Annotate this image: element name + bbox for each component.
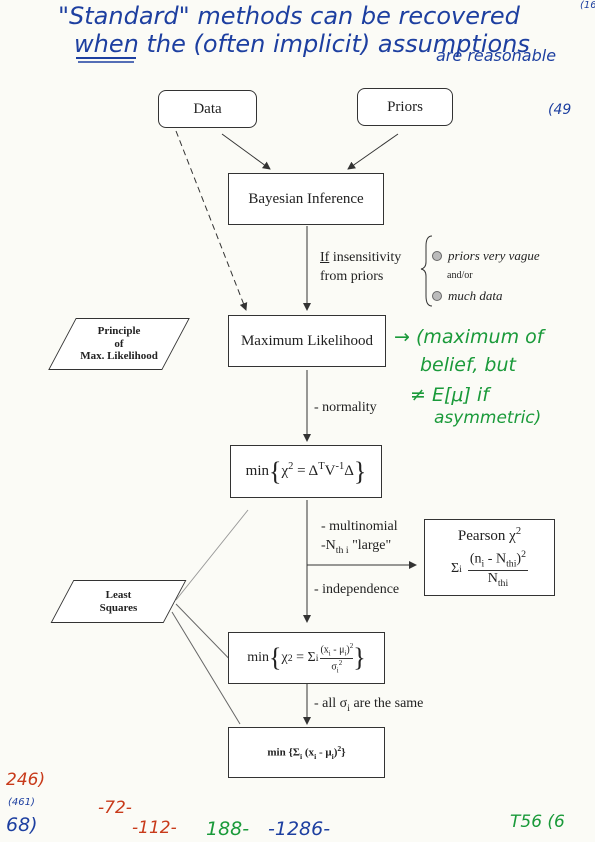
handwritten-number-112: -112-	[132, 818, 177, 838]
priors-node: Priors	[357, 88, 453, 126]
data-node: Data	[158, 90, 257, 128]
least-squares-node: Least Squares	[50, 580, 187, 623]
cond2-text: much data	[448, 288, 503, 303]
handwritten-number-1286: -1286-	[268, 818, 331, 840]
all-sigma-same-label: - all σi are the same	[314, 696, 424, 714]
maximum-likelihood-node: Maximum Likelihood	[228, 315, 386, 367]
principle-line3: Max. Likelihood	[80, 350, 158, 363]
handwritten-number-t56: T56 (6	[510, 812, 565, 832]
handwritten-right-mark: (49	[548, 102, 572, 118]
min-sum-squares-node: min {Σi (xi - μi)2}	[228, 727, 385, 778]
independence-label: - independence	[314, 582, 400, 597]
handwritten-note-line3: ≠ E[μ] if	[410, 384, 489, 406]
handwritten-number-461: (461)	[8, 797, 35, 808]
bullet-icon	[432, 291, 442, 301]
least-line1: Least	[105, 588, 132, 601]
if-word: If	[320, 250, 330, 265]
handwritten-note-line4: asymmetric)	[434, 408, 542, 428]
handwritten-number-246: 246)	[6, 770, 46, 790]
cond1-text: priors very vague	[448, 248, 540, 263]
handwritten-note-line2: belief, but	[420, 354, 516, 376]
all-same-suffix: are the same	[349, 696, 424, 711]
principle-line2: of	[114, 337, 124, 350]
principle-line1: Principle	[97, 325, 141, 338]
handwritten-title-line1: "Standard" methods can be recovered	[58, 2, 520, 30]
condition-priors-vague: priors very vague	[432, 248, 540, 264]
handwritten-number-68: 68)	[6, 814, 38, 836]
from-priors-text: from priors	[320, 268, 384, 284]
insensitivity-word: insensitivity	[332, 250, 402, 265]
multinomial-label: - multinomial -Nth i "large"	[321, 519, 398, 556]
bayesian-inference-label: Bayesian Inference	[248, 190, 364, 207]
line-least-to-chi2	[175, 509, 249, 601]
handwritten-number-188: 188-	[206, 818, 250, 840]
maximum-likelihood-label: Maximum Likelihood	[240, 332, 374, 349]
dashed-data-to-maxlike	[175, 130, 248, 311]
priors-label: Priors	[387, 98, 423, 115]
handwritten-title-line2: when the (often implicit) assumptions	[74, 30, 530, 58]
condition-much-data: much data	[432, 288, 503, 304]
brace	[420, 235, 433, 307]
normality-label: - normality	[314, 400, 377, 415]
line-least-to-min	[171, 611, 241, 725]
least-line2: Squares	[99, 601, 138, 614]
andor-text: and/or	[447, 270, 473, 281]
bayesian-inference-node: Bayesian Inference	[228, 173, 384, 225]
all-same-prefix: - all σ	[314, 696, 348, 711]
multinomial-text: - multinomial	[321, 519, 398, 534]
handwritten-title-line3: are reasonable	[436, 46, 557, 65]
pearson-title: Pearson χ	[457, 528, 516, 545]
bullet-icon	[432, 251, 442, 261]
principle-max-likelihood-node: Principle of Max. Likelihood	[48, 318, 190, 370]
handwritten-note-line1: → (maximum of	[394, 326, 544, 348]
handwritten-corner-number: (16	[580, 0, 595, 11]
pearson-exp: 2	[515, 526, 522, 538]
nth-large-text: "large"	[352, 537, 392, 553]
arrow-data-to-bayes	[221, 133, 271, 170]
insensitivity-label: If insensitivity from priors	[320, 249, 401, 287]
data-label: Data	[193, 100, 222, 117]
min-chi2-matrix-node: min{χ2 = ΔTV-1Δ}	[230, 445, 382, 498]
handwritten-number-72: -72-	[98, 798, 132, 818]
arrow-priors-to-bayes	[347, 133, 399, 170]
